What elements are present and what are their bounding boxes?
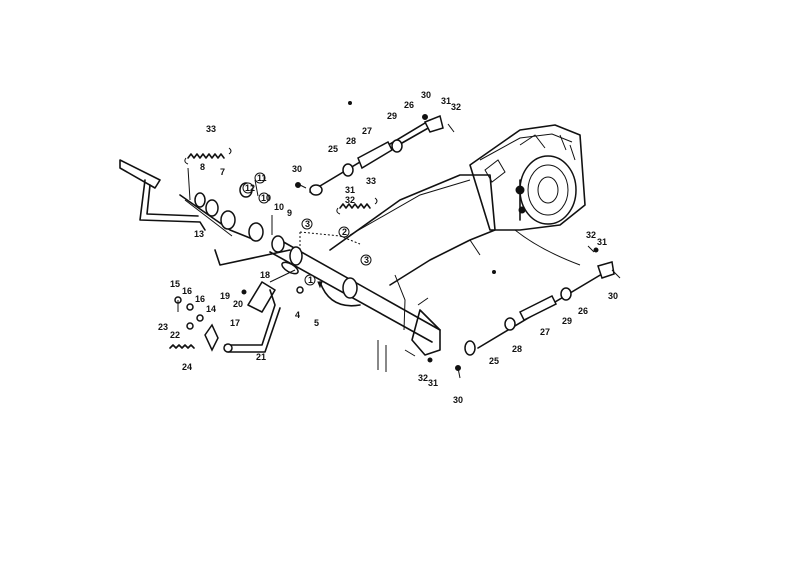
label-32c: 32	[418, 373, 428, 383]
label-23: 23	[158, 322, 168, 332]
callout-circle-11	[254, 172, 266, 184]
label-28a: 28	[346, 136, 356, 146]
label-3a: 3	[305, 219, 310, 229]
cross-shaft	[269, 231, 476, 372]
callout-circle-10	[258, 192, 270, 204]
shaft-bushing-left	[289, 246, 303, 266]
label-31d: 31	[597, 237, 607, 247]
transmission-housing	[469, 124, 586, 266]
label-20: 20	[233, 299, 243, 309]
label-1: 1	[308, 275, 313, 285]
label-31a: 31	[441, 96, 451, 106]
shaft-bushing-right	[342, 277, 358, 299]
pedal-pad	[119, 159, 161, 189]
callout-circle-3b	[360, 254, 372, 266]
parking-brake-lever	[169, 281, 281, 353]
label-2: 2	[342, 227, 347, 237]
label-30b: 30	[421, 90, 431, 100]
label-30c: 30	[453, 395, 463, 405]
label-25a: 25	[328, 144, 338, 154]
label-25b: 25	[489, 356, 499, 366]
label-31c: 31	[428, 378, 438, 388]
label-27a: 27	[362, 126, 372, 136]
callout-circle-12	[242, 182, 254, 194]
label-14: 14	[206, 304, 216, 314]
label-27b: 27	[540, 327, 550, 337]
label-17: 17	[230, 318, 240, 328]
axle-body	[329, 101, 496, 331]
label-10: 10	[274, 202, 284, 212]
label-31b: 31	[345, 185, 355, 195]
label-32a: 32	[451, 102, 461, 112]
return-spring-lower	[336, 197, 378, 215]
callout-circle-3a	[301, 218, 313, 230]
circled-callouts	[242, 172, 372, 286]
label-16b: 16	[195, 294, 205, 304]
label-11: 11	[257, 173, 267, 183]
label-18: 18	[260, 270, 270, 280]
label-33b: 33	[366, 176, 376, 186]
brake-rod-upper	[295, 114, 455, 196]
label-29b: 29	[562, 316, 572, 326]
label-15: 15	[170, 279, 180, 289]
label-5: 5	[314, 318, 319, 328]
label-32b: 32	[345, 195, 355, 205]
label-10-circle: 10	[261, 193, 271, 203]
label-30d: 30	[608, 291, 618, 301]
label-33: 33	[206, 124, 216, 134]
label-12: 12	[245, 183, 255, 193]
label-8: 8	[200, 162, 205, 172]
label-7: 7	[220, 167, 225, 177]
label-4: 4	[295, 310, 300, 320]
label-3b: 3	[364, 255, 369, 265]
ratchet-plate	[247, 281, 276, 313]
lever-spring	[169, 344, 195, 349]
part-labels: 33 8 7 11 12 10 10 13 9 3 2 3 1 4 5 30 2…	[158, 90, 618, 405]
label-16a: 16	[182, 286, 192, 296]
label-22: 22	[170, 330, 180, 340]
label-21: 21	[256, 352, 266, 362]
label-32d: 32	[586, 230, 596, 240]
label-24: 24	[182, 362, 192, 372]
brake-rod-lower	[427, 245, 621, 379]
return-spring-upper	[184, 147, 232, 165]
rod-tube-lower	[518, 294, 558, 322]
label-13: 13	[194, 229, 204, 239]
label-9: 9	[287, 208, 292, 218]
label-19: 19	[220, 291, 230, 301]
label-29a: 29	[387, 111, 397, 121]
label-26b: 26	[578, 306, 588, 316]
label-28b: 28	[512, 344, 522, 354]
pedal-assembly	[119, 159, 291, 266]
label-26a: 26	[404, 100, 414, 110]
callout-circle-1	[304, 274, 316, 286]
callout-circle-2	[338, 226, 350, 238]
rod-tube	[357, 140, 393, 170]
label-30a: 30	[292, 164, 302, 174]
